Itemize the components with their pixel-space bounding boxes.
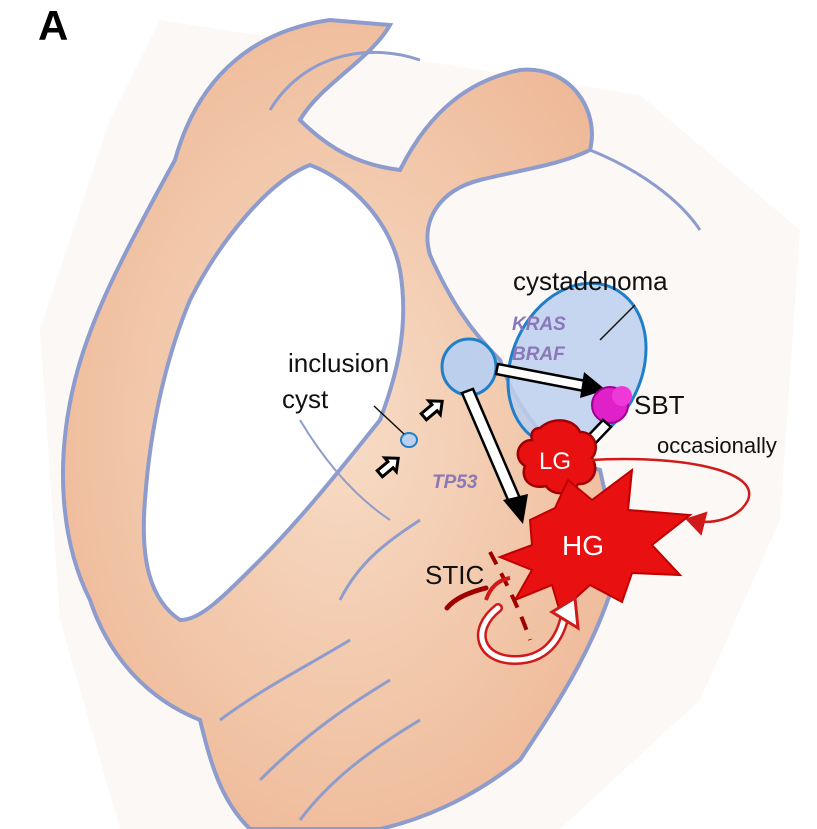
- cystadenoma-label: cystadenoma: [513, 266, 668, 296]
- cyst-label: cyst: [282, 384, 329, 414]
- occasionally-label: occasionally: [657, 433, 777, 458]
- inclusion-cyst-large: [442, 339, 496, 395]
- sbt-lesion-bump: [612, 386, 632, 406]
- hg-label: HG: [562, 530, 604, 561]
- sbt-label: SBT: [634, 390, 685, 420]
- lg-label: LG: [539, 448, 571, 475]
- stic-label: STIC: [425, 560, 484, 590]
- kras-label: KRAS: [512, 314, 566, 335]
- inclusion-label: inclusion: [288, 348, 389, 378]
- inclusion-cyst-small: [401, 433, 417, 447]
- panel-label: A: [38, 2, 68, 49]
- tp53-label: TP53: [432, 472, 478, 493]
- braf-label: BRAF: [512, 344, 566, 365]
